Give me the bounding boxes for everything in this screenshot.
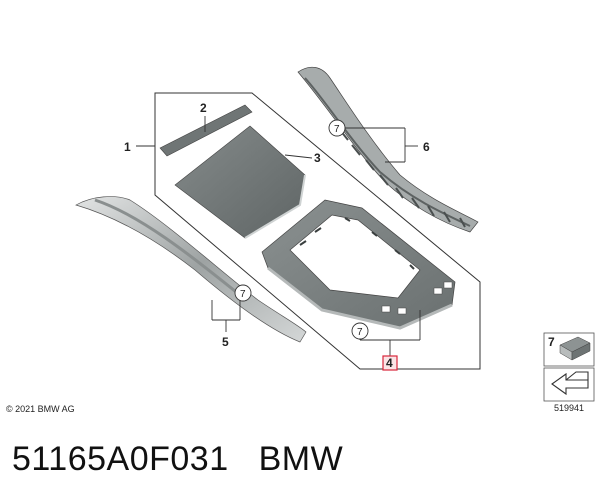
- callout-6: 6: [423, 140, 430, 154]
- assembly-outline: [154, 92, 481, 370]
- svg-text:7: 7: [357, 327, 363, 338]
- callout-3: 3: [314, 151, 321, 165]
- brand-name: BMW: [258, 440, 344, 478]
- part-caption: 51165A0F031 BMW: [12, 440, 343, 479]
- callout-4: 4: [386, 356, 393, 370]
- copyright-text: © 2021 BMW AG: [6, 404, 75, 414]
- part-3-panel: [174, 125, 306, 239]
- callout-5: 5: [222, 335, 229, 349]
- callout-4-highlight: [382, 355, 398, 371]
- legend-clip-box: 7: [543, 332, 595, 367]
- reference-number: 519941: [553, 403, 585, 413]
- leader-lines: [136, 116, 421, 356]
- legend-arrow-box: [543, 367, 595, 402]
- part-6-bracket: [297, 66, 479, 233]
- circle-marker-b: 7: [328, 119, 346, 137]
- svg-text:7: 7: [334, 124, 340, 135]
- circle-marker-c: 7: [351, 322, 369, 340]
- parts-diagram: 1 2 3 5 6 4 7 7 7 7: [75, 66, 595, 402]
- svg-text:7: 7: [240, 289, 246, 300]
- callout-2: 2: [200, 101, 207, 115]
- circle-marker-a: 7: [234, 284, 252, 302]
- part-4-frame: [261, 199, 456, 330]
- callout-1: 1: [124, 140, 131, 154]
- part-5-trim: [75, 196, 307, 343]
- part-3-edge: [244, 174, 306, 239]
- part-number: 51165A0F031: [12, 440, 229, 478]
- part-2-strip: [159, 104, 253, 157]
- svg-text:7: 7: [548, 335, 555, 349]
